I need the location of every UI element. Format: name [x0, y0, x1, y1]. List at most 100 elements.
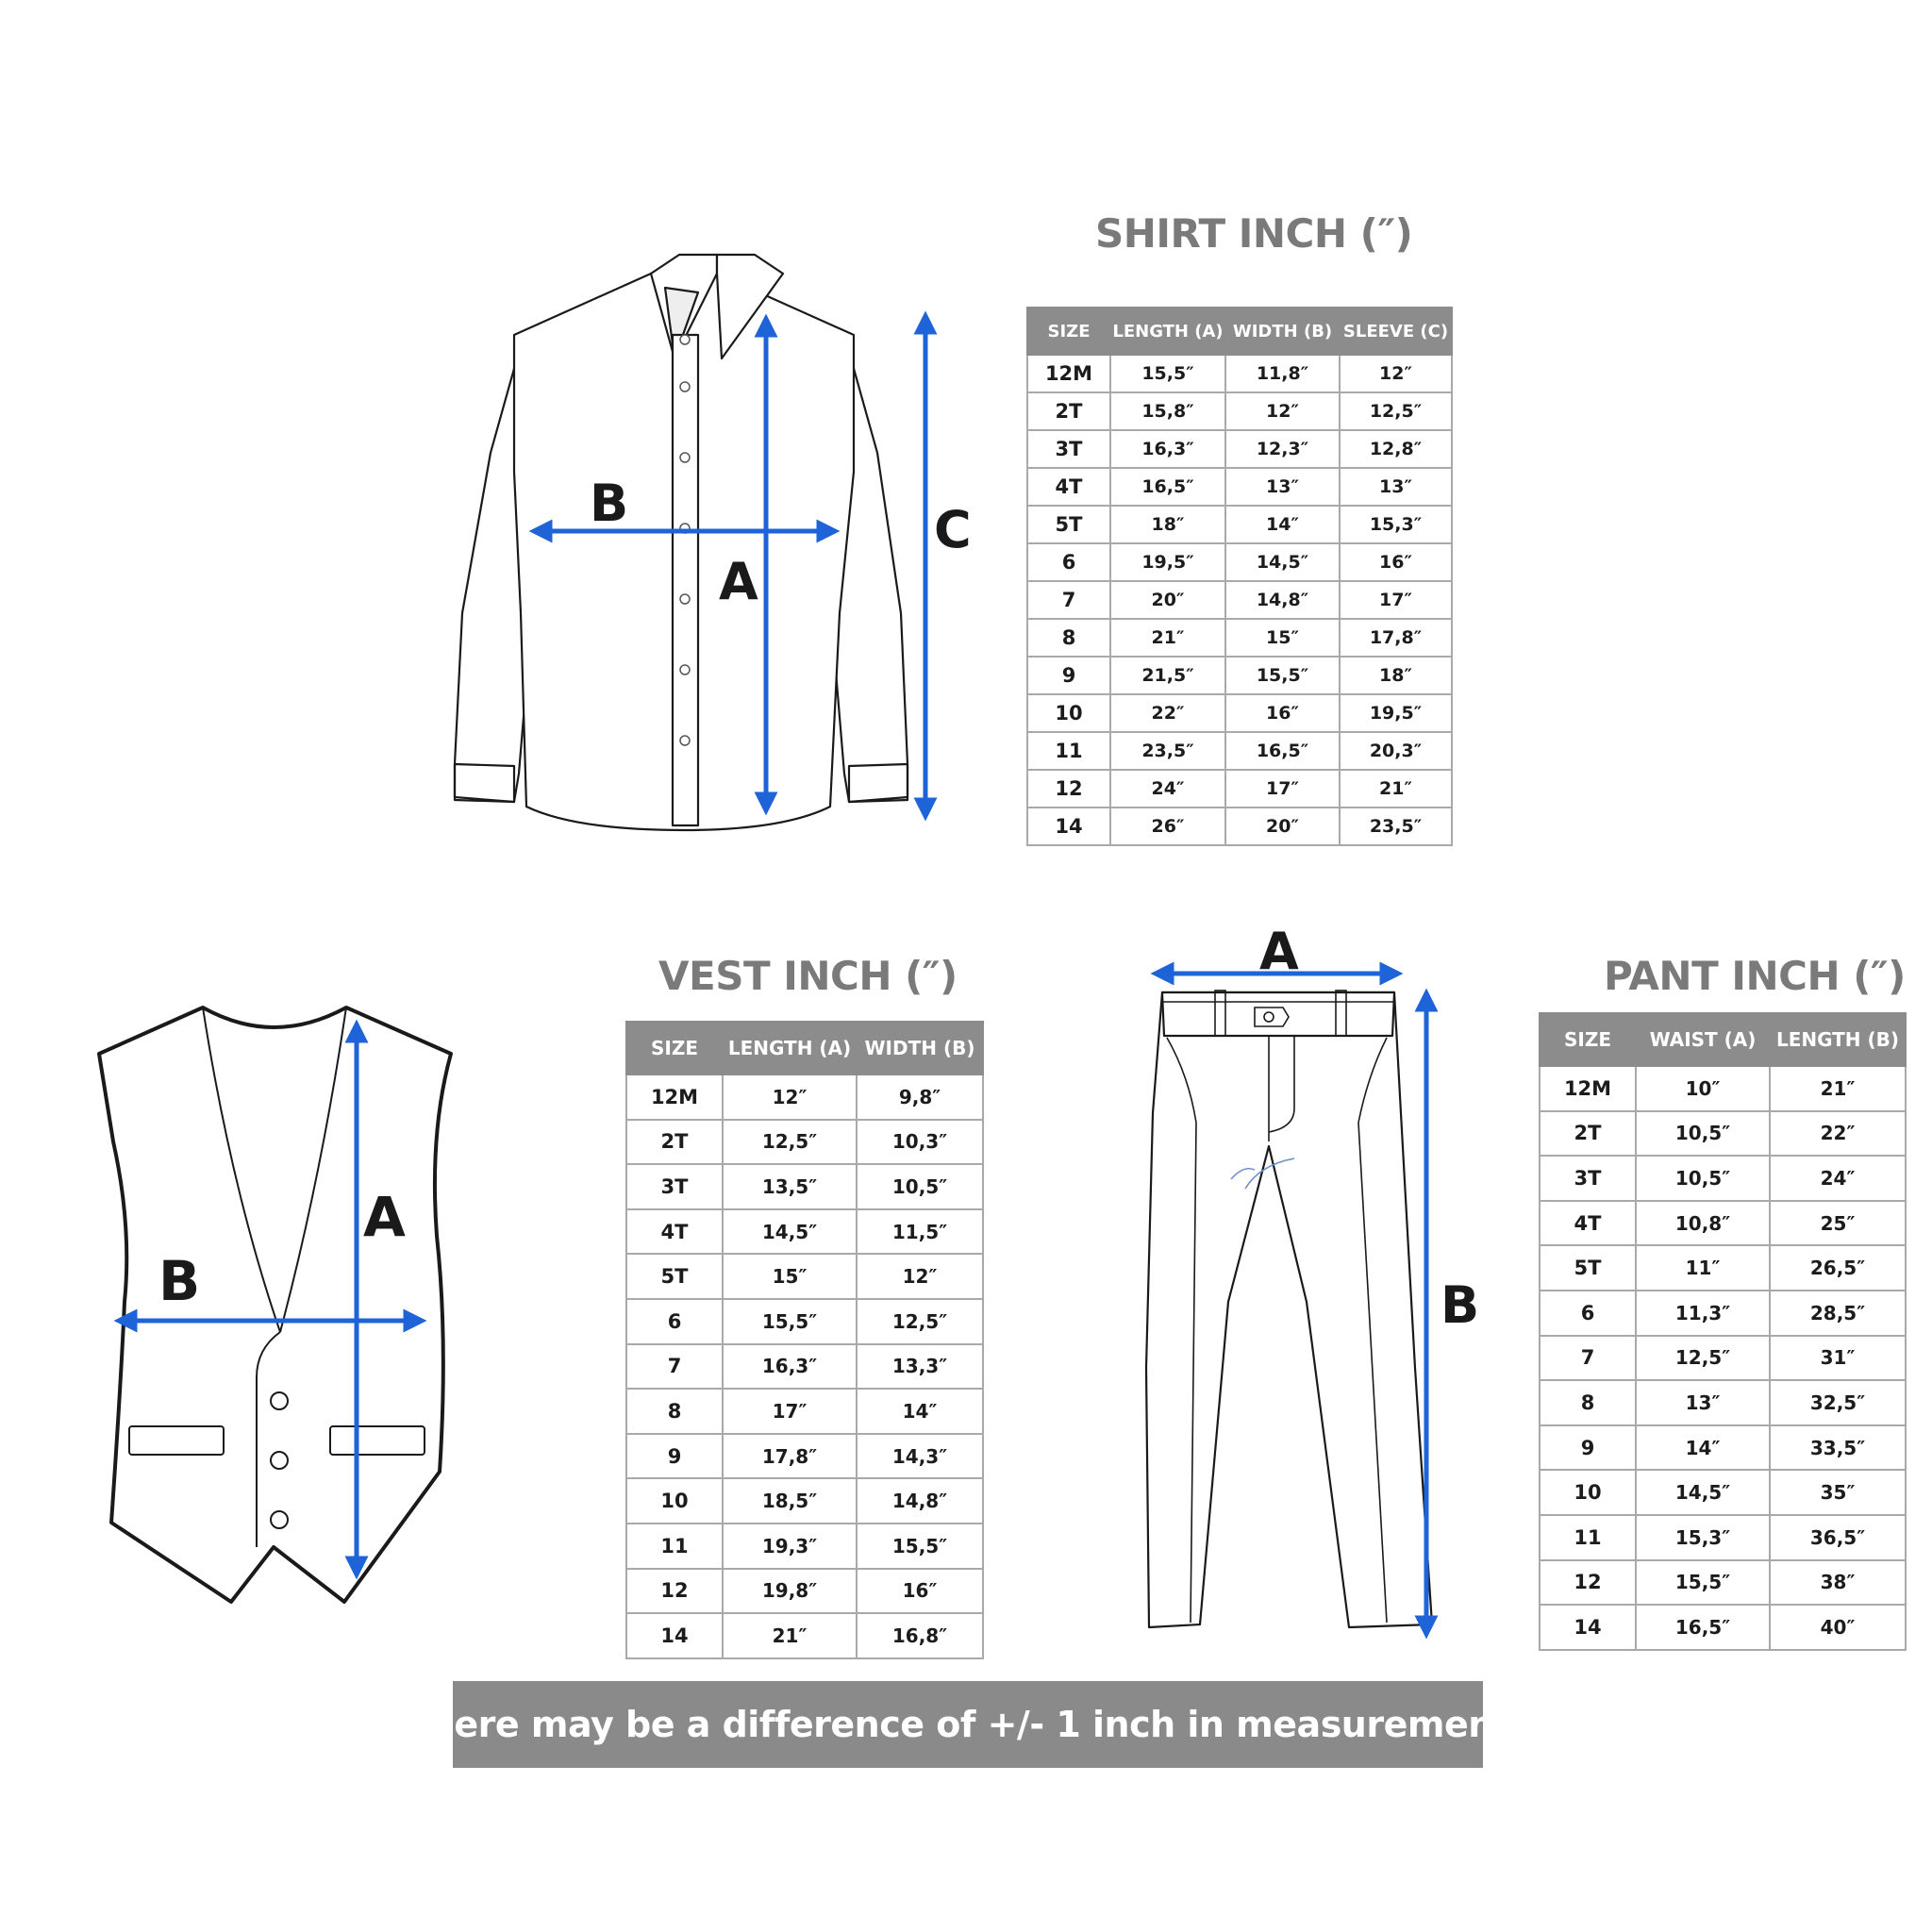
- header-sleeve: SLEEVE (C): [1339, 307, 1453, 356]
- shirt-title: SHIRT INCH (″): [1095, 210, 1413, 257]
- cell: 14,3″: [856, 1432, 984, 1480]
- cell: 15″: [722, 1253, 858, 1300]
- size-cell: 8: [1026, 618, 1111, 658]
- size-cell: 2T: [1539, 1109, 1637, 1158]
- header-width: WIDTH (B): [1224, 307, 1341, 356]
- cell: 16″: [1224, 693, 1341, 733]
- cell: 31″: [1769, 1334, 1907, 1382]
- cell: 23,5″: [1109, 731, 1226, 771]
- cell: 14,5″: [1224, 542, 1341, 582]
- size-cell: 4T: [625, 1208, 724, 1256]
- size-cell: 9: [625, 1432, 724, 1480]
- cell: 19,5″: [1339, 693, 1453, 733]
- size-cell: 4T: [1539, 1199, 1637, 1247]
- pant-label-a: A: [1259, 929, 1299, 981]
- table-header-row: SIZE WAIST (A) LENGTH (B): [1539, 1012, 1907, 1067]
- shirt-drawing: B A C: [453, 253, 972, 832]
- cell: 14,5″: [1635, 1469, 1771, 1516]
- cell: 10,5″: [856, 1163, 984, 1210]
- pant-title: PANT INCH (″): [1604, 953, 1906, 999]
- cell: 17″: [1224, 769, 1341, 808]
- cell: 19,3″: [722, 1522, 858, 1570]
- size-cell: 6: [1026, 542, 1111, 582]
- cell: 11,3″: [1635, 1289, 1771, 1337]
- cell: 24″: [1109, 769, 1226, 808]
- cell: 38″: [1769, 1558, 1907, 1607]
- size-cell: 7: [1026, 580, 1111, 620]
- cell: 13,5″: [722, 1163, 858, 1210]
- cell: 33,5″: [1769, 1424, 1907, 1472]
- cell: 26″: [1109, 807, 1226, 846]
- size-cell: 12: [625, 1567, 724, 1615]
- cell: 14″: [1224, 505, 1341, 544]
- size-cell: 2T: [1026, 391, 1111, 431]
- cell: 15,5″: [1109, 354, 1226, 393]
- cell: 10,3″: [856, 1118, 984, 1166]
- cell: 17″: [1339, 580, 1453, 620]
- size-cell: 12: [1026, 769, 1111, 808]
- shirt-label-c: C: [934, 500, 972, 559]
- size-cell: 14: [625, 1612, 724, 1659]
- cell: 18,5″: [722, 1477, 858, 1524]
- size-cell: 11: [1539, 1513, 1637, 1561]
- size-cell: 11: [625, 1522, 724, 1570]
- cell: 22″: [1769, 1109, 1907, 1158]
- cell: 18″: [1339, 656, 1453, 695]
- header-size: SIZE: [1026, 307, 1111, 356]
- size-cell: 12M: [1539, 1065, 1637, 1112]
- cell: 12,8″: [1339, 429, 1453, 469]
- cell: 9,8″: [856, 1074, 984, 1121]
- cell: 10″: [1635, 1065, 1771, 1112]
- cell: 21″: [1339, 769, 1453, 808]
- cell: 16,5″: [1635, 1604, 1771, 1651]
- cell: 16,3″: [1109, 429, 1226, 469]
- cell: 21″: [722, 1612, 858, 1659]
- cell: 24″: [1769, 1155, 1907, 1202]
- size-cell: 8: [625, 1388, 724, 1435]
- size-cell: 8: [1539, 1379, 1637, 1426]
- measurement-note: There may be a difference of +/- 1 inch …: [405, 1704, 1531, 1745]
- cell: 12″: [1224, 391, 1341, 431]
- cell: 16,3″: [722, 1342, 858, 1391]
- cell: 20,3″: [1339, 731, 1453, 771]
- cell: 13″: [1635, 1379, 1771, 1426]
- cell: 10,8″: [1635, 1199, 1771, 1247]
- header-width: WIDTH (B): [856, 1021, 984, 1075]
- cell: 23,5″: [1339, 807, 1453, 846]
- cell: 16″: [1339, 542, 1453, 582]
- cell: 14,8″: [856, 1477, 984, 1524]
- size-cell: 7: [1539, 1334, 1637, 1382]
- cell: 14,5″: [722, 1208, 858, 1256]
- cell: 14,8″: [1224, 580, 1341, 620]
- size-cell: 14: [1026, 807, 1111, 846]
- vest-label-a: A: [363, 1185, 406, 1249]
- cell: 22″: [1109, 693, 1226, 733]
- cell: 12,3″: [1224, 429, 1341, 469]
- table-header-row: SIZE LENGTH (A) WIDTH (B): [625, 1021, 984, 1075]
